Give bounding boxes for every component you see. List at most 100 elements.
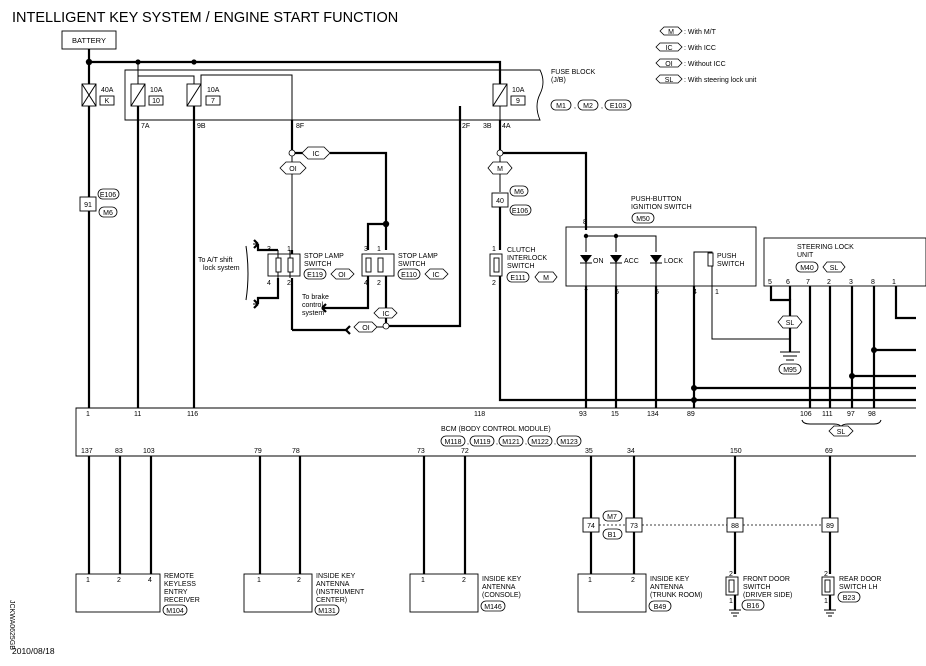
sl-tag-1 [777, 315, 803, 329]
svg-text:,: , [554, 439, 556, 446]
svg-text:E103: E103 [610, 103, 626, 110]
svg-text:B16: B16 [747, 603, 760, 610]
svg-text:SL: SL [665, 77, 674, 84]
svg-text:150: 150 [730, 448, 742, 455]
ic-tag-2 [373, 307, 398, 319]
diagram-date: 2010/08/18 [12, 646, 55, 656]
svg-text:7A: 7A [141, 123, 150, 130]
svg-text:97: 97 [847, 411, 855, 418]
svg-text:72: 72 [461, 448, 469, 455]
oi-tag-1 [279, 161, 307, 175]
svg-text:M40: M40 [800, 265, 814, 272]
diagram-title: INTELLIGENT KEY SYSTEM / ENGINE START FU… [12, 10, 398, 26]
at-bracket [245, 245, 249, 301]
svg-text:M6: M6 [514, 189, 524, 196]
svg-text:To brake: To brake [302, 294, 329, 301]
svg-text:91: 91 [84, 202, 92, 209]
svg-text:4: 4 [364, 280, 368, 287]
legend: M : With M/T IC : With ICC OI : Without … [655, 26, 756, 84]
svg-text:IC: IC [313, 151, 320, 158]
svg-text:1: 1 [715, 289, 719, 296]
svg-text:E119: E119 [307, 272, 323, 279]
svg-text:7: 7 [211, 98, 215, 105]
svg-text:1: 1 [86, 577, 90, 584]
diagram-code: JCKWA0625GB [8, 600, 15, 650]
svg-text:1: 1 [86, 411, 90, 418]
svg-text:93: 93 [579, 411, 587, 418]
svg-text:10: 10 [152, 98, 160, 105]
svg-text:REAR DOOR: REAR DOOR [839, 576, 881, 583]
svg-text:10A: 10A [512, 87, 525, 94]
svg-text:ANTENNA: ANTENNA [482, 584, 516, 591]
svg-text:system: system [302, 310, 324, 317]
legend-item-oi: OI : Without ICC [655, 58, 726, 68]
svg-text:K: K [105, 98, 110, 105]
svg-text:2: 2 [117, 577, 121, 584]
svg-text:11: 11 [134, 411, 141, 418]
fuse-10a-10: 10A 10 [130, 83, 164, 107]
svg-text:: With ICC: : With ICC [684, 45, 716, 52]
svg-text:1: 1 [257, 577, 261, 584]
svg-text:INSIDE KEY: INSIDE KEY [316, 573, 356, 580]
svg-text:2: 2 [377, 280, 381, 287]
svg-text:,: , [574, 103, 576, 110]
svg-text:UNIT: UNIT [797, 252, 814, 259]
svg-text:2: 2 [729, 571, 733, 578]
svg-text:98: 98 [868, 411, 876, 418]
svg-text:2: 2 [297, 577, 301, 584]
svg-text:IC: IC [433, 272, 440, 279]
svg-text:,: , [467, 439, 469, 446]
svg-text:SL: SL [837, 429, 846, 436]
svg-text:3: 3 [849, 279, 853, 286]
svg-text:STOP LAMP: STOP LAMP [304, 253, 344, 260]
svg-text:ENTRY: ENTRY [164, 589, 188, 596]
svg-text:8: 8 [583, 219, 587, 226]
ground-symbol [780, 351, 800, 361]
fuse-40a: 40A K [81, 62, 115, 107]
svg-text:40A: 40A [101, 87, 114, 94]
svg-text:M95: M95 [783, 367, 797, 374]
svg-text:ANTENNA: ANTENNA [650, 584, 684, 591]
svg-text:SL: SL [830, 265, 839, 272]
svg-text:10A: 10A [207, 87, 220, 94]
svg-text:2: 2 [824, 571, 828, 578]
svg-text:M2: M2 [583, 103, 593, 110]
m-tag-1 [487, 161, 513, 175]
svg-text:INSIDE KEY: INSIDE KEY [482, 576, 522, 583]
svg-text:1: 1 [377, 246, 381, 253]
svg-text:SWITCH: SWITCH [398, 261, 426, 268]
svg-text:1: 1 [287, 246, 291, 253]
svg-text:89: 89 [687, 411, 695, 418]
svg-text:B49: B49 [654, 604, 667, 611]
legend-item-ic: IC : With ICC [655, 42, 716, 52]
inside-key-antenna-console: 1 2 INSIDE KEY ANTENNA (CONSOLE) M146 [409, 573, 522, 613]
svg-text:M7: M7 [607, 514, 617, 521]
svg-text:8: 8 [871, 279, 875, 286]
svg-text:3B: 3B [483, 123, 492, 130]
svg-text:6: 6 [786, 279, 790, 286]
svg-text:74: 74 [587, 523, 595, 530]
svg-text:ANTENNA: ANTENNA [316, 581, 350, 588]
svg-text:137: 137 [81, 448, 93, 455]
stop-lamp-switch-ic: 3 1 4 2 STOP LAMP SWITCH E110 IC [361, 246, 449, 287]
svg-text:5: 5 [768, 279, 772, 286]
svg-text:INTERLOCK: INTERLOCK [507, 255, 547, 262]
svg-text:7: 7 [806, 279, 810, 286]
svg-text:1: 1 [892, 279, 896, 286]
svg-text:SWITCH: SWITCH [507, 263, 535, 270]
svg-text:69: 69 [825, 448, 833, 455]
svg-text:103: 103 [143, 448, 155, 455]
svg-text:2: 2 [631, 577, 635, 584]
connector-e106-91: E106 91 M6 [79, 188, 120, 218]
fuse-10a-9: 10A 9 [492, 83, 526, 107]
svg-text:SL: SL [786, 320, 795, 327]
svg-text:73: 73 [630, 523, 638, 530]
svg-text:M6: M6 [103, 210, 113, 217]
svg-text:M1: M1 [556, 103, 566, 110]
svg-text:M121: M121 [502, 439, 520, 446]
svg-text:4: 4 [267, 280, 271, 287]
svg-text:M131: M131 [318, 608, 336, 615]
fuse-block-name: FUSE BLOCK [551, 69, 596, 76]
svg-text:4A: 4A [502, 123, 511, 130]
